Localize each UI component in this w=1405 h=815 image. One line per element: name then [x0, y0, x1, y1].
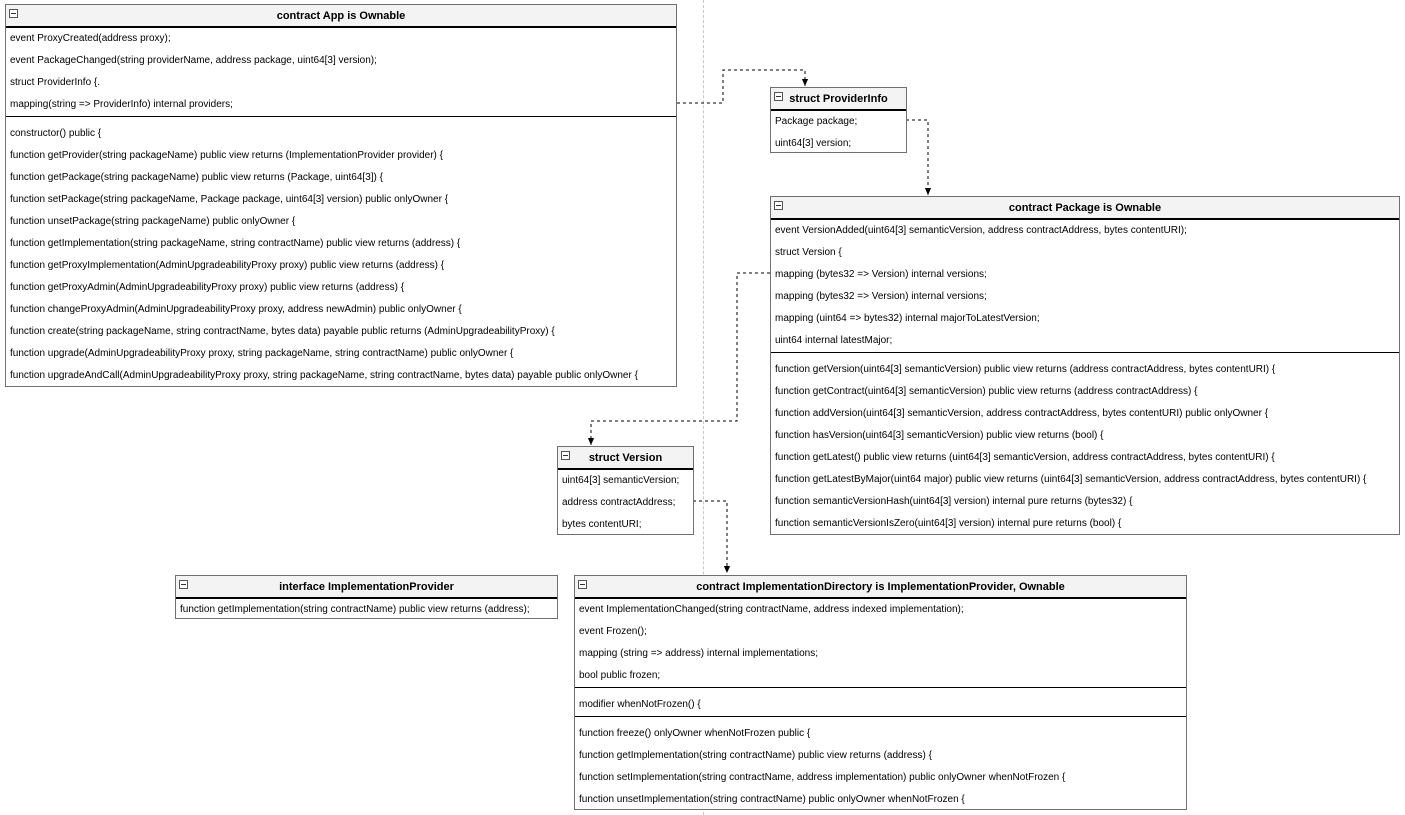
member-row: function getContract(uint64[3] semanticV…: [775, 386, 1198, 397]
member-row: event ProxyCreated(address proxy);: [10, 33, 171, 44]
member-row: function create(string packageName, stri…: [10, 326, 555, 337]
attributes-section: event ProxyCreated(address proxy); event…: [6, 27, 676, 116]
class-title: interface ImplementationProvider: [279, 581, 454, 593]
attributes-section: event ImplementationChanged(string contr…: [575, 598, 1186, 687]
operations-section: function getVersion(uint64[3] semanticVe…: [771, 352, 1399, 535]
member-row: function setPackage(string packageName, …: [10, 194, 449, 205]
class-title: contract ImplementationDirectory is Impl…: [696, 581, 1065, 593]
member-row: uint64 internal latestMajor;: [775, 335, 893, 346]
member-row: struct Version {: [775, 247, 842, 258]
member-row: uint64[3] version;: [775, 138, 852, 149]
class-title: contract Package is Ownable: [1008, 202, 1162, 214]
class-header: struct Version: [558, 447, 693, 469]
class-title: struct Version: [588, 452, 663, 464]
member-row: function unsetImplementation(string cont…: [579, 794, 965, 805]
member-row: function semanticVersionIsZero(uint64[3]…: [775, 518, 1122, 529]
member-row: function addVersion(uint64[3] semanticVe…: [775, 408, 1269, 419]
attributes-section: event VersionAdded(uint64[3] semanticVer…: [771, 219, 1399, 352]
attributes-section: Package package; uint64[3] version;: [771, 110, 906, 155]
member-row: function getPackage(string packageName) …: [10, 172, 383, 183]
member-row: mapping (uint64 => bytes32) internal maj…: [775, 313, 1040, 324]
member-row: function getProvider(string packageName)…: [10, 150, 443, 161]
member-row: constructor() public {: [10, 128, 102, 139]
collapse-toggle-icon[interactable]: [774, 201, 783, 210]
member-row: Package package;: [775, 116, 858, 127]
member-row: function changeProxyAdmin(AdminUpgradeab…: [10, 304, 462, 315]
collapse-toggle-icon[interactable]: [9, 9, 18, 18]
member-row: function getImplementation(string contra…: [579, 750, 932, 761]
member-row: mapping (bytes32 => Version) internal ve…: [775, 269, 987, 280]
class-title: struct ProviderInfo: [789, 93, 888, 105]
class-header: contract ImplementationDirectory is Impl…: [575, 576, 1186, 598]
class-package[interactable]: contract Package is Ownable event Versio…: [770, 196, 1400, 535]
operations-section: function getImplementation(string contra…: [176, 598, 557, 621]
member-row: event ImplementationChanged(string contr…: [579, 604, 964, 615]
class-header: interface ImplementationProvider: [176, 576, 557, 598]
member-row: mapping(string => ProviderInfo) internal…: [10, 99, 233, 110]
class-version[interactable]: struct Version uint64[3] semanticVersion…: [557, 446, 694, 535]
class-implementationdirectory[interactable]: contract ImplementationDirectory is Impl…: [574, 575, 1187, 810]
member-row: uint64[3] semanticVersion;: [562, 475, 680, 486]
modifiers-section: modifier whenNotFrozen() {: [575, 687, 1186, 716]
attributes-section: uint64[3] semanticVersion; address contr…: [558, 469, 693, 536]
collapse-toggle-icon[interactable]: [774, 92, 783, 101]
member-row: bool public frozen;: [579, 670, 661, 681]
member-row: event VersionAdded(uint64[3] semanticVer…: [775, 225, 1187, 236]
member-row: function upgradeAndCall(AdminUpgradeabil…: [10, 370, 638, 381]
member-row: mapping (string => address) internal imp…: [579, 648, 819, 659]
class-header: contract App is Ownable: [6, 5, 676, 27]
member-row: event PackageChanged(string providerName…: [10, 55, 377, 66]
member-row: function getLatestByMajor(uint64 major) …: [775, 474, 1367, 485]
member-row: mapping (bytes32 => Version) internal ve…: [775, 291, 987, 302]
member-row: function freeze() onlyOwner whenNotFroze…: [579, 728, 811, 739]
link-providerinfo-to-package: [906, 119, 932, 195]
member-row: function setImplementation(string contra…: [579, 772, 1066, 783]
class-app[interactable]: contract App is Ownable event ProxyCreat…: [5, 4, 677, 387]
member-row: function getImplementation(string packag…: [10, 238, 461, 249]
operations-section: function freeze() onlyOwner whenNotFroze…: [575, 716, 1186, 811]
member-row: function getProxyAdmin(AdminUpgradeabili…: [10, 282, 405, 293]
class-header: struct ProviderInfo: [771, 88, 906, 110]
member-row: function getVersion(uint64[3] semanticVe…: [775, 364, 1276, 375]
member-row: function semanticVersionHash(uint64[3] v…: [775, 496, 1133, 507]
member-row: struct ProviderInfo {.: [10, 77, 101, 88]
class-header: contract Package is Ownable: [771, 197, 1399, 219]
member-row: bytes contentURI;: [562, 519, 642, 530]
member-row: function unsetPackage(string packageName…: [10, 216, 296, 227]
class-providerinfo[interactable]: struct ProviderInfo Package package; uin…: [770, 87, 907, 153]
member-row: modifier whenNotFrozen() {: [579, 699, 701, 710]
collapse-toggle-icon[interactable]: [561, 451, 570, 460]
member-row: function getImplementation(string contra…: [180, 604, 530, 615]
collapse-toggle-icon[interactable]: [179, 580, 188, 589]
class-title: contract App is Ownable: [276, 10, 406, 22]
member-row: function getLatest() public view returns…: [775, 452, 1275, 463]
member-row: address contractAddress;: [562, 497, 676, 508]
member-row: function getProxyImplementation(AdminUpg…: [10, 260, 445, 271]
member-row: function hasVersion(uint64[3] semanticVe…: [775, 430, 1104, 441]
class-implementationprovider[interactable]: interface ImplementationProvider functio…: [175, 575, 558, 619]
member-row: event Frozen();: [579, 626, 647, 637]
link-version-to-impldir: [693, 500, 731, 573]
operations-section: constructor() public { function getProvi…: [6, 116, 676, 387]
member-row: function upgrade(AdminUpgradeabilityProx…: [10, 348, 514, 359]
collapse-toggle-icon[interactable]: [578, 580, 587, 589]
